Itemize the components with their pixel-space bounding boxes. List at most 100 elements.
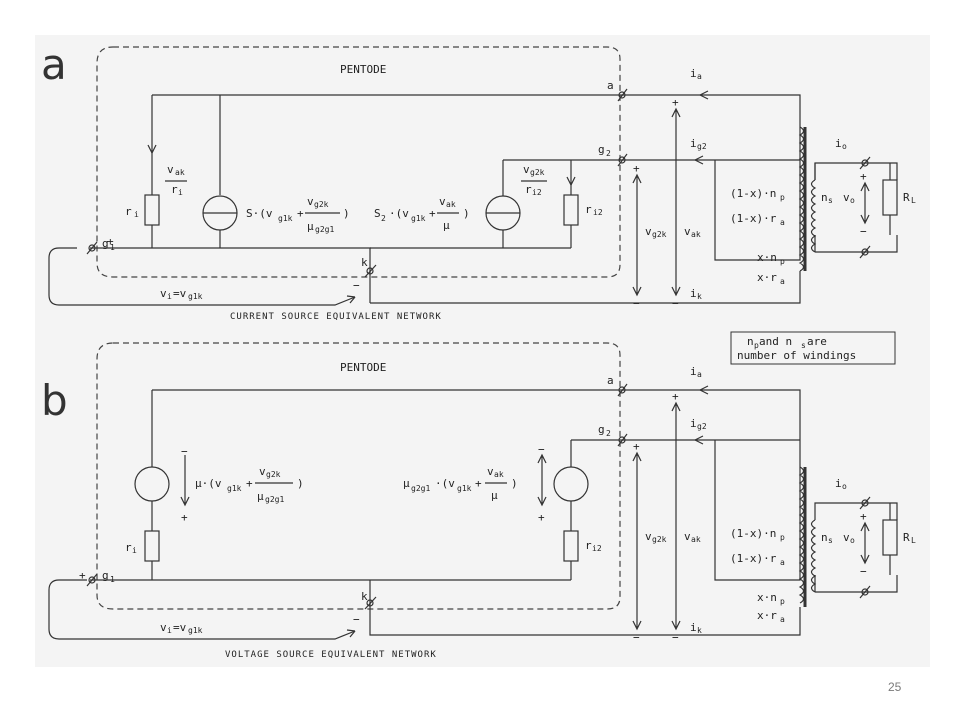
svg-text:): ) — [297, 477, 304, 490]
svg-text:g: g — [102, 569, 109, 582]
svg-text:o: o — [842, 482, 847, 491]
load-resistor-b — [882, 519, 898, 556]
svg-text:g1k: g1k — [188, 292, 203, 301]
svg-text:): ) — [343, 207, 350, 220]
svg-text:p: p — [780, 597, 785, 606]
io-label-a: i — [835, 137, 842, 150]
anode-wire-a — [152, 94, 801, 127]
svg-text:o: o — [850, 196, 855, 205]
svg-text:+: + — [633, 162, 640, 175]
svg-text:i: i — [167, 626, 172, 635]
svg-text:ak: ak — [494, 470, 504, 479]
svg-text:a: a — [697, 370, 702, 379]
svg-text:2: 2 — [606, 429, 611, 438]
svg-text:r: r — [585, 539, 592, 552]
secondary-winding-b — [810, 519, 817, 593]
svg-text:−: − — [353, 613, 360, 626]
svg-text:s: s — [801, 341, 806, 350]
svg-text:R: R — [903, 531, 910, 544]
svg-text:ak: ak — [691, 230, 701, 239]
svg-text:−: − — [633, 631, 640, 644]
pentode-label-b: PENTODE — [340, 361, 386, 374]
ri-resistor-a — [144, 194, 160, 226]
secondary-winding-a — [810, 179, 817, 253]
svg-text:L: L — [911, 536, 916, 545]
svg-text:x·r: x·r — [757, 609, 777, 622]
svg-text:p: p — [780, 257, 785, 266]
svg-text:g1k: g1k — [188, 626, 203, 635]
svg-text:n: n — [747, 335, 754, 348]
svg-text:a: a — [607, 374, 614, 387]
svg-text:+: + — [538, 511, 545, 524]
svg-text:v: v — [684, 225, 691, 238]
svg-text:µ: µ — [307, 220, 314, 233]
svg-text:s: s — [828, 196, 833, 205]
svg-text:i: i — [134, 210, 139, 219]
svg-text:v: v — [259, 465, 266, 478]
ri2-label-a: r — [585, 203, 592, 216]
pentode-label-a: PENTODE — [340, 63, 386, 76]
svg-text:s: s — [828, 536, 833, 545]
svg-text:g2g1: g2g1 — [411, 484, 430, 493]
ik-label-a: i — [690, 287, 697, 300]
svg-text:=v: =v — [173, 287, 187, 300]
svg-text:g2g1: g2g1 — [265, 495, 284, 504]
svg-text:): ) — [511, 477, 518, 490]
svg-text:+: + — [672, 390, 679, 403]
winding-2-a: (1-x)·r — [730, 212, 777, 225]
source2-label-b: µ — [403, 477, 410, 490]
pentode-box-a — [96, 46, 621, 278]
ri2-resistor-b — [563, 530, 579, 562]
svg-text:v: v — [645, 530, 652, 543]
svg-text:v: v — [160, 621, 167, 634]
svg-text:+: + — [181, 511, 188, 524]
svg-text:p: p — [754, 341, 759, 350]
svg-text:g2k: g2k — [530, 168, 545, 177]
svg-text:2: 2 — [606, 149, 611, 158]
winding-1-a: (1-x)·n — [730, 187, 776, 200]
panel-b-letter: b — [41, 376, 68, 425]
svg-text:i: i — [132, 546, 137, 555]
svg-text:−: − — [353, 279, 360, 292]
svg-text:a: a — [780, 615, 785, 624]
svg-text:i: i — [690, 621, 697, 634]
svg-text:ak: ak — [446, 200, 456, 209]
vg2k-arrow-a — [632, 173, 642, 297]
ri-resistor-b — [144, 530, 160, 562]
primary-winding-a — [798, 126, 805, 272]
svg-text:µ: µ — [443, 219, 450, 232]
svg-text:−: − — [181, 445, 188, 458]
windings-note: n p and n s are number of windings — [730, 331, 896, 365]
svg-text:+: + — [475, 477, 482, 490]
note-line2: number of windings — [737, 349, 856, 362]
svg-text:µ: µ — [257, 490, 264, 503]
source1-label-b: µ·(v — [195, 477, 222, 490]
svg-text:v: v — [645, 225, 652, 238]
svg-text:g2k: g2k — [314, 200, 329, 209]
svg-text:a: a — [780, 277, 785, 286]
svg-text:g2k: g2k — [652, 230, 667, 239]
svg-text:are: are — [807, 335, 827, 348]
svg-text:v: v — [307, 195, 314, 208]
svg-text:a: a — [697, 72, 702, 81]
svg-text:i: i — [690, 417, 697, 430]
svg-text:v: v — [684, 530, 691, 543]
svg-text:−: − — [538, 443, 545, 456]
terminal-g2-label-a: g — [598, 143, 605, 156]
svg-text:p: p — [780, 193, 785, 202]
panel-a-letter: a — [41, 40, 67, 89]
svg-text:and n: and n — [759, 335, 792, 348]
svg-text:i2: i2 — [532, 188, 542, 197]
svg-text:g: g — [598, 423, 605, 436]
ns-label-a: n — [821, 191, 828, 204]
svg-text:(1-x)·n: (1-x)·n — [730, 527, 776, 540]
input-loop-b — [48, 579, 356, 640]
svg-text:+: + — [79, 569, 86, 582]
svg-text:+: + — [246, 477, 253, 490]
terminal-g1-label-a: g — [102, 237, 109, 250]
input-loop-a — [48, 247, 356, 306]
rl-label-a: R — [903, 191, 910, 204]
